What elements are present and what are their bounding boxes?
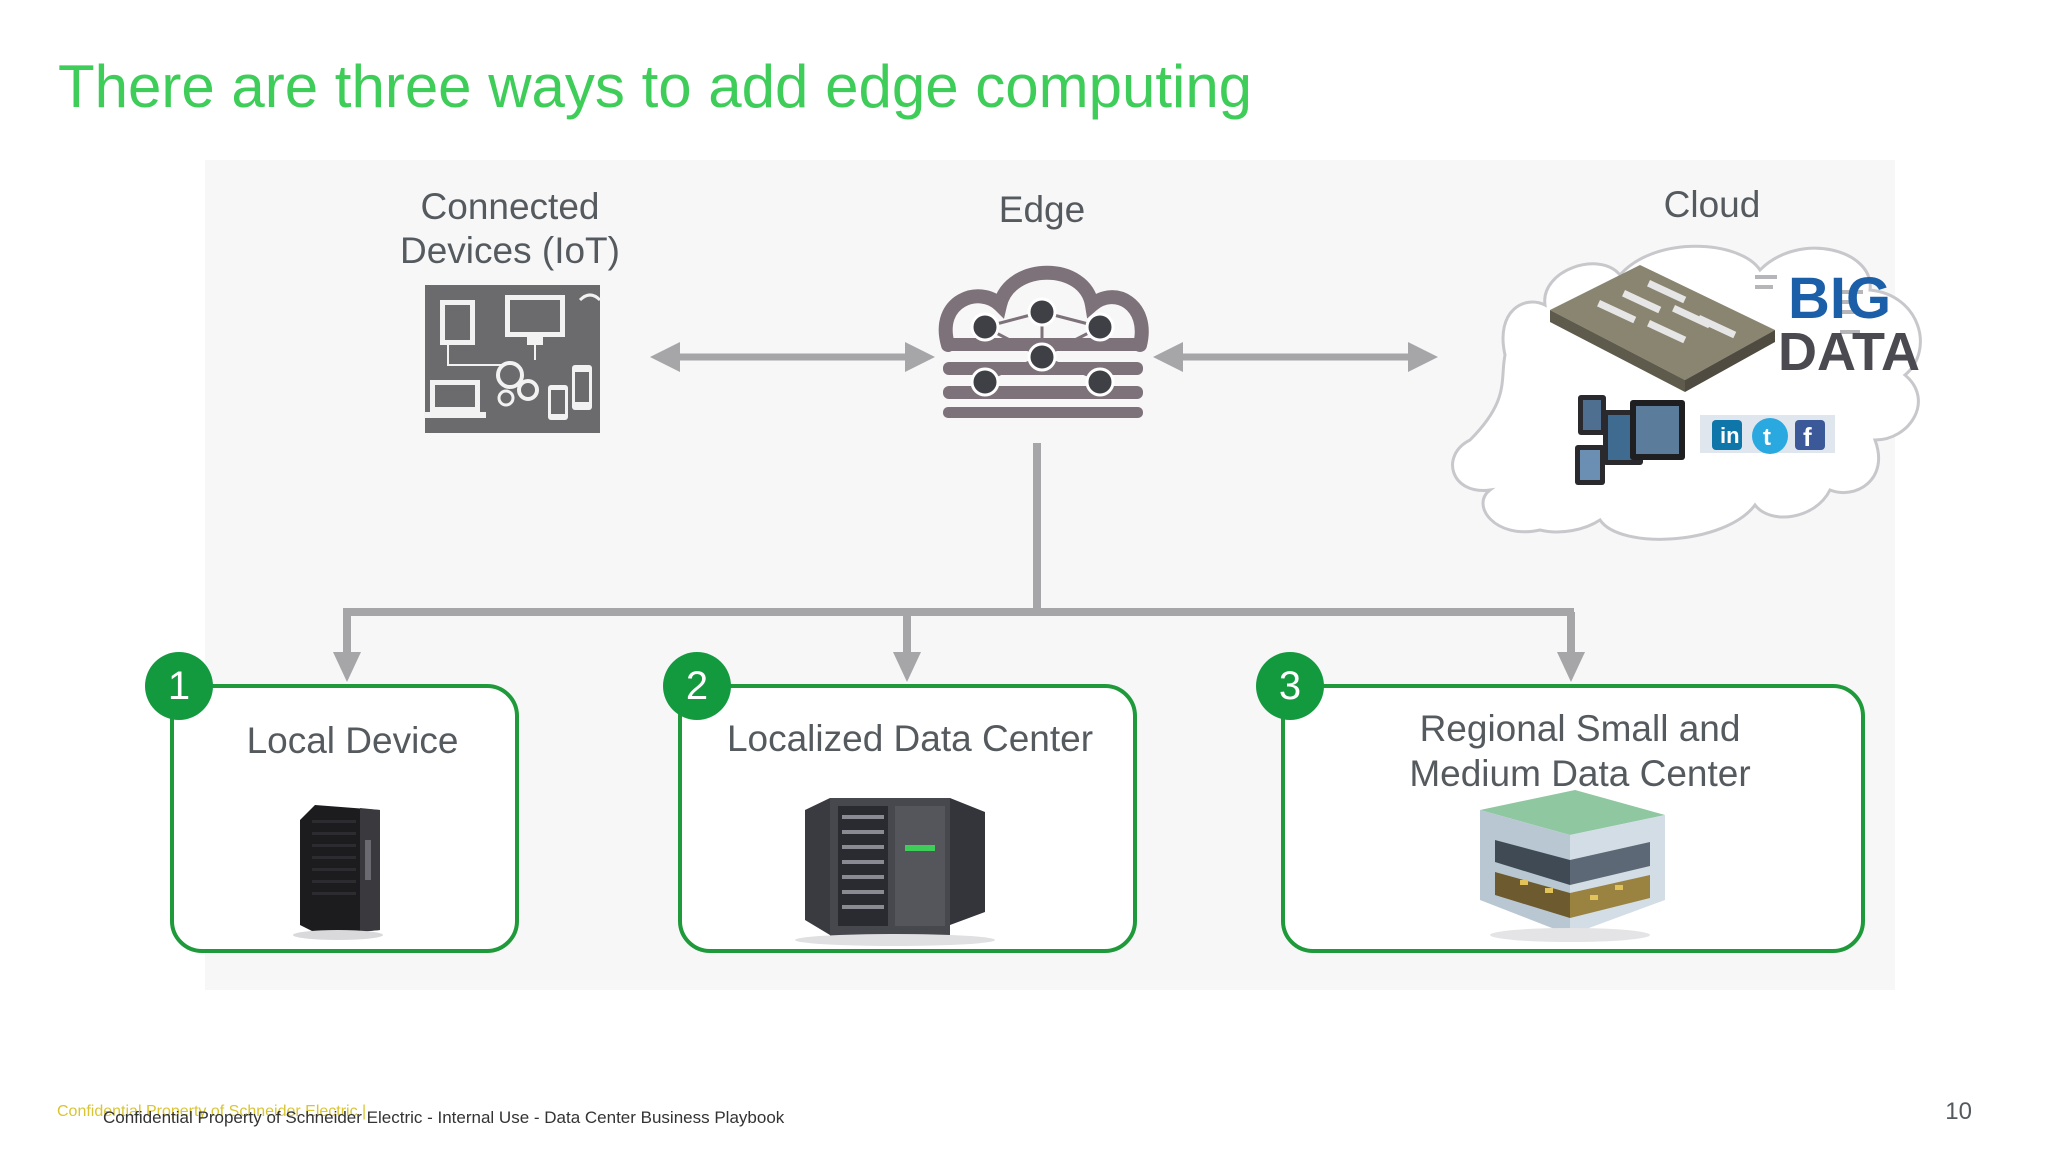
edge-cloud-mesh-icon [938,265,1149,418]
slide-title: There are three ways to add edge computi… [58,53,1253,120]
option-2-number-badge: 2 [663,652,731,720]
arrow-head-2 [893,652,921,682]
twitter-icon: t [1763,424,1771,451]
footer-ghost-text: Confidential Property of Schneider Elect… [57,1103,367,1120]
page-number: 10 [1945,1098,1972,1125]
edge-tree-connector [343,443,1575,655]
footer-text: Confidential Property of Schneider Elect… [103,1108,785,1127]
data-center-building-icon [1480,790,1665,942]
connected-devices-label: Connected Devices (IoT) [380,185,640,273]
linkedin-icon: in [1720,423,1740,448]
option-2-title: Localized Data Center [726,718,1094,759]
arrow-head-1 [333,652,361,682]
cloud-data-text: DATA [1778,322,1920,382]
facebook-icon: f [1803,422,1812,452]
cloud-data-icon: BIG DATA in t f [1451,244,1922,541]
arrow-head-3 [1557,652,1585,682]
edge-cloud-arrow [1153,342,1438,372]
cloud-big-text: BIG [1788,266,1891,331]
connected-devices-label-text: Connected Devices (IoT) [400,186,620,271]
option-3-number-badge: 3 [1256,652,1324,720]
option-1-title: Local Device [246,720,459,761]
edge-label: Edge [998,189,1086,230]
modem-device-icon [293,805,383,940]
option-3-title: Regional Small and Medium Data Center [1409,708,1751,794]
option-1-number-badge: 1 [145,652,213,720]
device-edge-arrow [650,342,935,372]
cloud-label: Cloud [1663,184,1761,225]
server-rack-icon [795,798,995,946]
iot-devices-icon [424,285,602,433]
